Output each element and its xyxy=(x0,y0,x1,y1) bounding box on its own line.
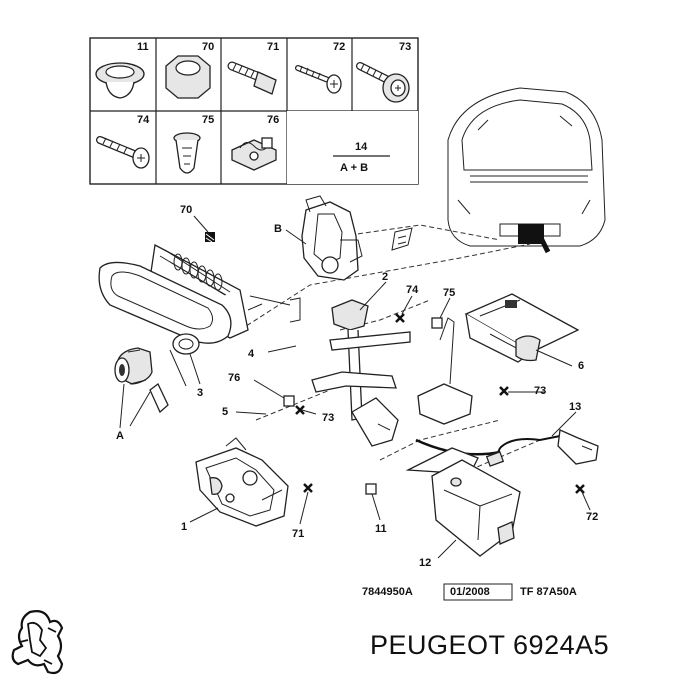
tailgate-latch xyxy=(195,437,289,527)
callouts: 70 B 2 74 75 4 3 76 6 73 73 5 13 A 1 71 … xyxy=(116,204,598,569)
callout-5: 5 xyxy=(222,406,228,418)
legend-num-70: 70 xyxy=(202,41,214,53)
callout-1: 1 xyxy=(181,521,187,533)
grommet-icon xyxy=(95,62,145,99)
callout-12: 12 xyxy=(419,557,431,569)
callout-b: B xyxy=(274,223,282,235)
leader-lines xyxy=(119,215,591,559)
callout-73-left: 73 xyxy=(322,412,334,424)
nut-icon xyxy=(165,55,211,99)
callout-72: 72 xyxy=(586,511,598,523)
legend-num-74: 74 xyxy=(137,114,150,126)
push-clip-icon xyxy=(173,132,201,174)
screw-icon xyxy=(295,65,342,94)
reference-line: 7844950A 01/2008 TF 87A50A xyxy=(362,583,577,601)
wiring-harness xyxy=(485,429,599,467)
kit-description: A + B xyxy=(340,162,368,174)
legend-num-76: 76 xyxy=(267,114,279,126)
drawing-number: 7844950A xyxy=(362,586,413,598)
tailgate-outline xyxy=(447,87,606,254)
bracket-b xyxy=(301,195,363,281)
tailgate-handle xyxy=(98,243,291,355)
flange-screw-icon xyxy=(356,62,410,103)
latch-rod xyxy=(311,299,411,447)
callout-4: 4 xyxy=(248,348,255,360)
legend-num-71: 71 xyxy=(267,41,279,53)
callout-3: 3 xyxy=(197,387,203,399)
legend-num-72: 72 xyxy=(333,41,345,53)
kit-note: 14 A + B xyxy=(333,141,390,174)
legend-grid: 11 70 71 72 73 74 75 76 xyxy=(89,37,419,185)
peugeot-lion-logo-icon xyxy=(11,610,64,675)
cable-clip-icon xyxy=(231,137,277,171)
kit-number: 14 xyxy=(355,141,368,153)
callout-2: 2 xyxy=(382,271,388,283)
actuator-bracket xyxy=(464,293,580,363)
legend-num-11: 11 xyxy=(137,41,149,53)
callout-6: 6 xyxy=(578,360,584,372)
callout-11: 11 xyxy=(375,523,387,535)
callout-a: A xyxy=(116,430,124,442)
callout-71: 71 xyxy=(292,528,304,540)
lock-cylinder xyxy=(114,347,169,414)
drawing-date: 01/2008 xyxy=(450,586,490,598)
drawing-code: TF 87A50A xyxy=(520,586,577,598)
callout-13: 13 xyxy=(569,401,581,413)
callout-73-right: 73 xyxy=(534,385,546,397)
callout-75: 75 xyxy=(443,287,455,299)
bolt-icon xyxy=(227,61,277,95)
brand-part-number: PEUGEOT 6924A5 xyxy=(370,630,610,660)
fastener-markers xyxy=(205,232,585,495)
legend-num-75: 75 xyxy=(202,114,214,126)
callout-70: 70 xyxy=(180,204,192,216)
screw-icon xyxy=(96,136,150,169)
assembly-lines xyxy=(239,224,541,471)
latch-motor xyxy=(405,447,521,557)
callout-74: 74 xyxy=(406,284,419,296)
legend-num-73: 73 xyxy=(399,41,411,53)
callout-76: 76 xyxy=(228,372,240,384)
